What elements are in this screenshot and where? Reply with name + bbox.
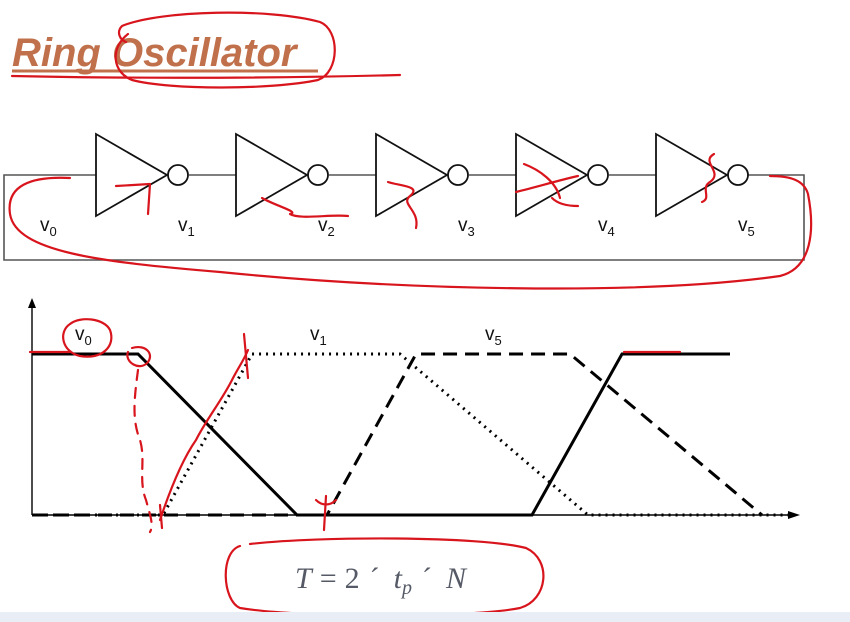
waveform-v5 xyxy=(32,352,763,517)
waveform-label-v5: v5 xyxy=(485,324,502,348)
inverter-bubble xyxy=(307,164,329,186)
handwritten-mark-2 xyxy=(260,196,350,218)
node-label-v3: v3 xyxy=(458,215,475,239)
waveform-plot: v0 v1 v5 xyxy=(28,298,800,519)
inverter-5 xyxy=(655,132,749,218)
inverter-4 xyxy=(515,132,609,218)
title-group: Ring Oscillator xyxy=(10,11,402,89)
feedback-wire xyxy=(3,174,805,261)
node-label-v5: v5 xyxy=(738,215,755,239)
handwritten-waveform-marks xyxy=(28,318,682,534)
handwritten-mark-4 xyxy=(514,162,580,208)
period-formula: T=2´tp´N xyxy=(224,537,545,617)
handwritten-mark-1 xyxy=(114,182,152,216)
inverter-1 xyxy=(95,132,189,218)
inverter-chain: v0 v1 v2 v3 v4 v5 xyxy=(3,132,805,261)
handwritten-rising-trace xyxy=(158,348,250,522)
handwritten-mark-3 xyxy=(386,180,418,230)
handwritten-bottom-tick-2 xyxy=(314,494,338,532)
waveform-label-v0: v0 xyxy=(75,324,92,348)
node-label-v0: v0 xyxy=(40,215,57,239)
inverter-triangle xyxy=(655,132,729,218)
handwritten-edge-circle xyxy=(126,346,152,368)
inverter-3 xyxy=(375,132,469,218)
node-label-v2: v2 xyxy=(318,215,335,239)
handwritten-mark-5 xyxy=(700,152,716,204)
x-axis-arrow xyxy=(788,511,800,519)
waveform-label-v1: v1 xyxy=(310,324,327,348)
waveform-v1 xyxy=(32,352,790,517)
waveform-v0 xyxy=(32,352,730,517)
slide-title: Ring Oscillator xyxy=(12,31,299,75)
inverter-2 xyxy=(235,132,329,218)
handwritten-dashed-falling xyxy=(133,368,153,534)
handwritten-loop xyxy=(8,174,813,290)
inverter-triangle xyxy=(95,132,169,218)
handwritten-bottom-tick-1 xyxy=(158,503,164,530)
node-label-v1: v1 xyxy=(178,215,195,239)
handwritten-v0-circle xyxy=(62,318,113,358)
y-axis-arrow xyxy=(28,298,36,308)
bottom-strip xyxy=(0,612,850,622)
inverter-bubble xyxy=(447,164,469,186)
handwritten-circuit-marks xyxy=(8,152,813,290)
handwritten-title-underline xyxy=(10,73,402,79)
formula-text: T=2´tp´N xyxy=(295,562,468,599)
inverter-bubble xyxy=(727,164,749,186)
inverter-triangle xyxy=(375,132,449,218)
handwritten-formula-circle xyxy=(224,537,545,617)
inverter-bubble xyxy=(167,164,189,186)
inverter-triangle xyxy=(515,132,589,218)
inverter-bubble xyxy=(587,164,609,186)
inverter-triangle xyxy=(235,132,309,218)
handwritten-title-circle xyxy=(114,11,336,89)
node-label-v4: v4 xyxy=(598,215,615,239)
handwritten-top-tick xyxy=(242,332,250,380)
